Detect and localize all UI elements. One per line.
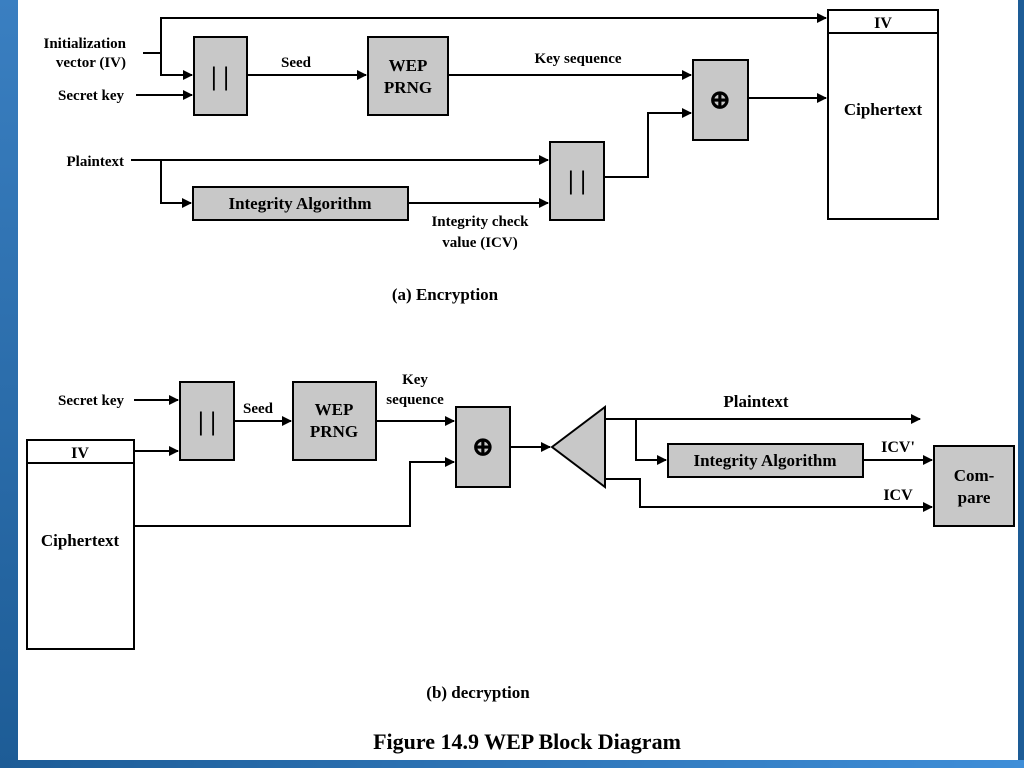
dec-concat-block [179,381,235,461]
dec-to-integrity-arrow [635,419,667,465]
secret-key-label: Secret key [58,88,124,104]
concat-symbol: | | [211,62,229,91]
icv-label-line2: value (ICV) [442,235,517,251]
icv-prime-label: ICV' [881,439,915,456]
encryption-diagram: | | WEP PRNG ⊕ Integrity Algorithm | | I… [43,9,939,304]
dec-seed-label: Seed [243,401,274,417]
plaintext-label: Plaintext [67,154,125,170]
xor-block [692,59,749,141]
compare-label-line1: Com- [954,466,995,485]
seed-label: Seed [281,55,312,71]
wep-prng-block [367,36,449,116]
dec-prng-label-line1: WEP [315,400,354,419]
iv-to-concat-arrow [160,53,193,80]
input-ciphertext-label: Ciphertext [41,531,120,550]
output-ciphertext-label: Ciphertext [844,100,923,119]
splitter-triangle [550,404,606,490]
compare-block [933,445,1015,527]
diagram-canvas: | | WEP PRNG ⊕ Integrity Algorithm | | I… [18,0,1018,760]
dec-ciphertext-arrow [134,457,455,527]
dec-key-label-line2: sequence [386,392,444,408]
iv-input-label-line2: vector (IV) [56,55,126,71]
slide-frame-left [0,0,18,768]
input-iv-label: IV [71,445,89,462]
dec-prng-label-line2: PRNG [310,422,358,441]
plaintext-to-integrity-arrow [160,160,192,208]
integrity-algorithm-block [192,186,409,221]
icv-label-line1: Integrity check [431,214,529,230]
dec-xor-block [455,406,511,488]
dec-integrity-algorithm-block [667,443,864,478]
dec-secret-key-label: Secret key [58,393,124,409]
encryption-caption: (a) Encryption [392,285,499,304]
prng-label-line2: PRNG [384,78,432,97]
dec-key-label-line1: Key [402,372,428,388]
concat-to-xor-arrow [604,108,692,178]
slide-frame-right [1018,0,1024,768]
iv-input-label-line1: Initialization [43,36,126,52]
concat-block-iv-key [193,36,248,116]
concat-symbol: | | [568,166,586,195]
output-iv-label: IV [874,15,892,32]
integrity-algorithm-label: Integrity Algorithm [228,194,371,213]
xor-symbol: ⊕ [708,85,731,116]
compare-label-line2: pare [958,488,991,507]
dec-wep-prng-block [292,381,377,461]
slide-frame-bottom [0,760,1024,768]
dec-integrity-algorithm-label: Integrity Algorithm [693,451,836,470]
key-sequence-label: Key sequence [534,51,621,67]
input-frame [26,439,135,650]
xor-symbol: ⊕ [471,432,494,463]
output-frame [827,9,939,220]
dec-plaintext-label: Plaintext [723,392,788,411]
concat-block-plaintext-icv [549,141,605,221]
wep-block-diagram: | | WEP PRNG ⊕ Integrity Algorithm | | I… [26,9,1015,754]
iv-to-output-arrow [143,13,827,54]
icv-label: ICV [883,487,913,504]
figure-title: Figure 14.9 WEP Block Diagram [373,729,681,754]
decryption-diagram: IV Ciphertext | | WEP PRNG ⊕ Integrity A… [26,372,1015,702]
concat-symbol: | | [198,407,216,436]
dec-icv-arrow [605,478,933,512]
prng-label-line1: WEP [389,56,428,75]
decryption-caption: (b) decryption [426,683,530,702]
